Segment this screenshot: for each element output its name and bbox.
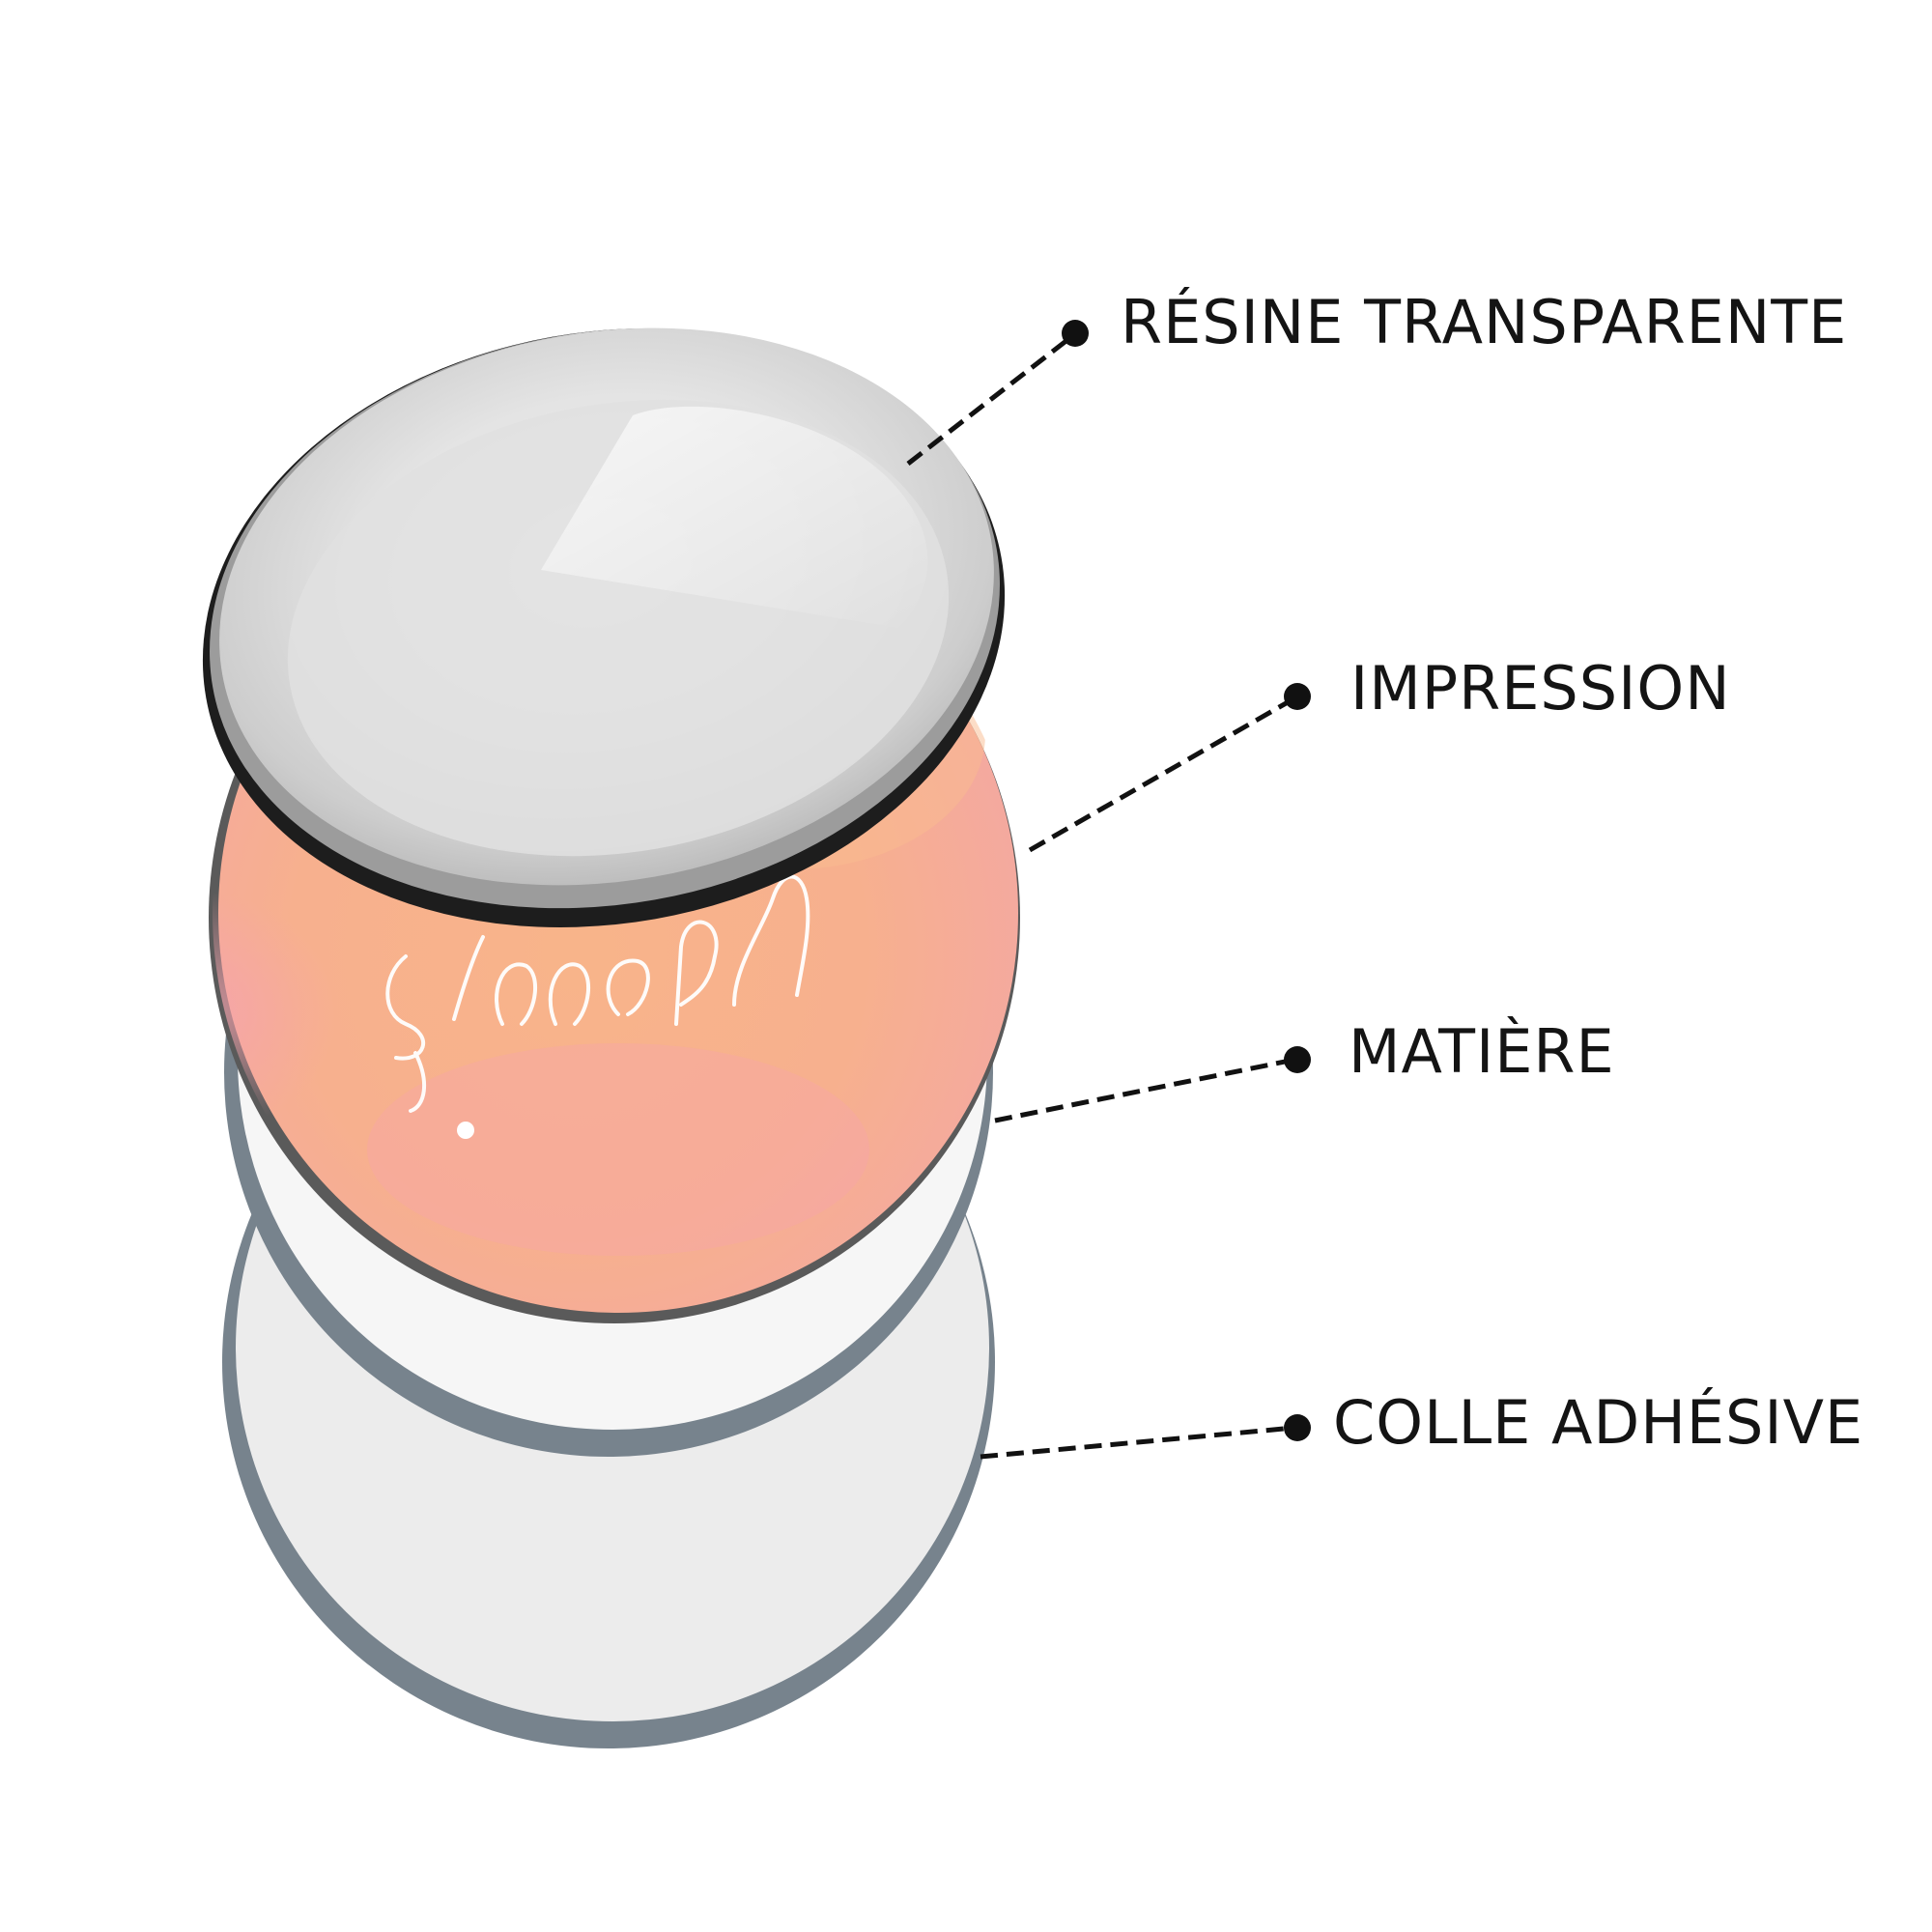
- print-layer-label: IMPRESSION: [1350, 653, 1731, 724]
- adhesive-layer-label: COLLE ADHÉSIVE: [1333, 1387, 1863, 1458]
- leader-lines: [906, 334, 1296, 1460]
- material-leader-dot: [1284, 1046, 1311, 1073]
- resin-layer-label: RÉSINE TRANSPARENTE: [1121, 287, 1847, 357]
- material-layer-label: MATIÈRE: [1349, 1016, 1615, 1087]
- print-leader-dot: [1284, 683, 1311, 710]
- resin-leader-line: [906, 334, 1074, 466]
- adhesive-leader-dot: [1284, 1414, 1311, 1441]
- resin-layer-highlight: [541, 406, 928, 628]
- adhesive-leader-line: [980, 1425, 1295, 1460]
- material-leader-line: [994, 1057, 1295, 1123]
- leader-dots: [1062, 320, 1311, 1441]
- print-leader-line: [1028, 696, 1296, 853]
- print-dot-graphic: [457, 1122, 474, 1139]
- resin-leader-dot: [1062, 320, 1089, 347]
- resin-layer-disc: [202, 327, 1006, 927]
- print-handwriting-graphic: [385, 874, 810, 1113]
